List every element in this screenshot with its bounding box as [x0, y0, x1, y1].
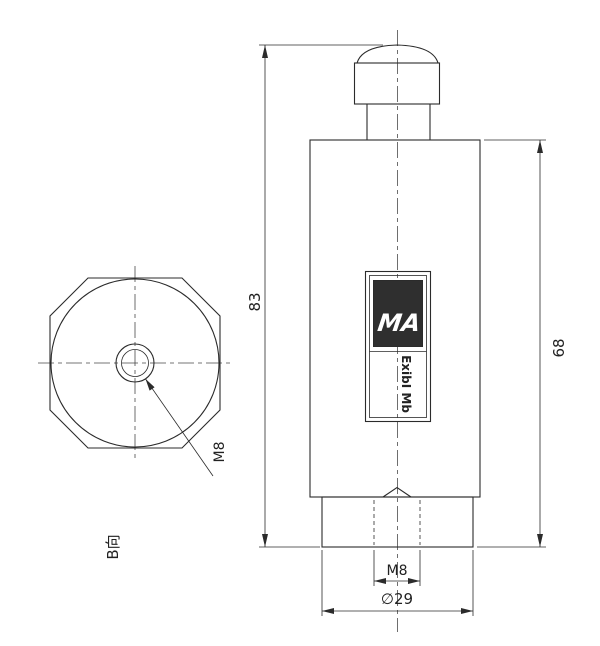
end-view-inscribed-circle: [50, 278, 220, 448]
dimensions: 83 68 M8 ∅29: [246, 44, 568, 616]
dim68-arrow-bottom: [537, 534, 543, 547]
nameplate-marking-text: ExibI Mb: [399, 355, 413, 413]
dimension-thread: M8: [373, 550, 421, 586]
end-view-hole-thread-circle: [121, 349, 149, 377]
end-view-thread-callout-label: M8: [212, 442, 228, 463]
end-view-octagon-outline: [49, 277, 221, 449]
top-dome: [356, 44, 439, 64]
base-center-chamfer: [381, 486, 413, 498]
side-view: MA ExibI Mb: [309, 30, 481, 632]
dim29-label: ∅29: [381, 590, 413, 608]
cap-body: [353, 62, 441, 105]
dimM8-arrow-right: [408, 578, 420, 584]
ma-logo-box: [373, 280, 423, 347]
dim29-arrow-right: [461, 608, 473, 614]
nameplate: MA ExibI Mb: [364, 270, 432, 423]
end-view-hole-outer-circle: [115, 343, 155, 383]
m8-leader-line: [145, 378, 214, 477]
dim83-label: 83: [246, 292, 264, 311]
dim68-label: 68: [550, 338, 568, 357]
dim29-arrow-left: [322, 608, 334, 614]
end-view: M8 B向: [38, 266, 232, 560]
dim83-arrow-bottom: [262, 534, 268, 547]
view-b-label: B向: [104, 534, 122, 559]
dim83-arrow-top: [262, 45, 268, 58]
dimension-overall-height: 83: [246, 44, 383, 548]
nameplate-outer-frame: [364, 270, 432, 423]
dimension-diameter: ∅29: [321, 550, 474, 616]
m8-leader-arrow: [145, 378, 155, 391]
ma-logo-text: MA: [376, 309, 422, 337]
dim68-arrow-top: [537, 140, 543, 153]
dimM8-label: M8: [387, 563, 408, 579]
nameplate-inner-frame: [369, 275, 427, 418]
dimM8-arrow-left: [374, 578, 386, 584]
dimension-body-height: 68: [477, 139, 568, 548]
